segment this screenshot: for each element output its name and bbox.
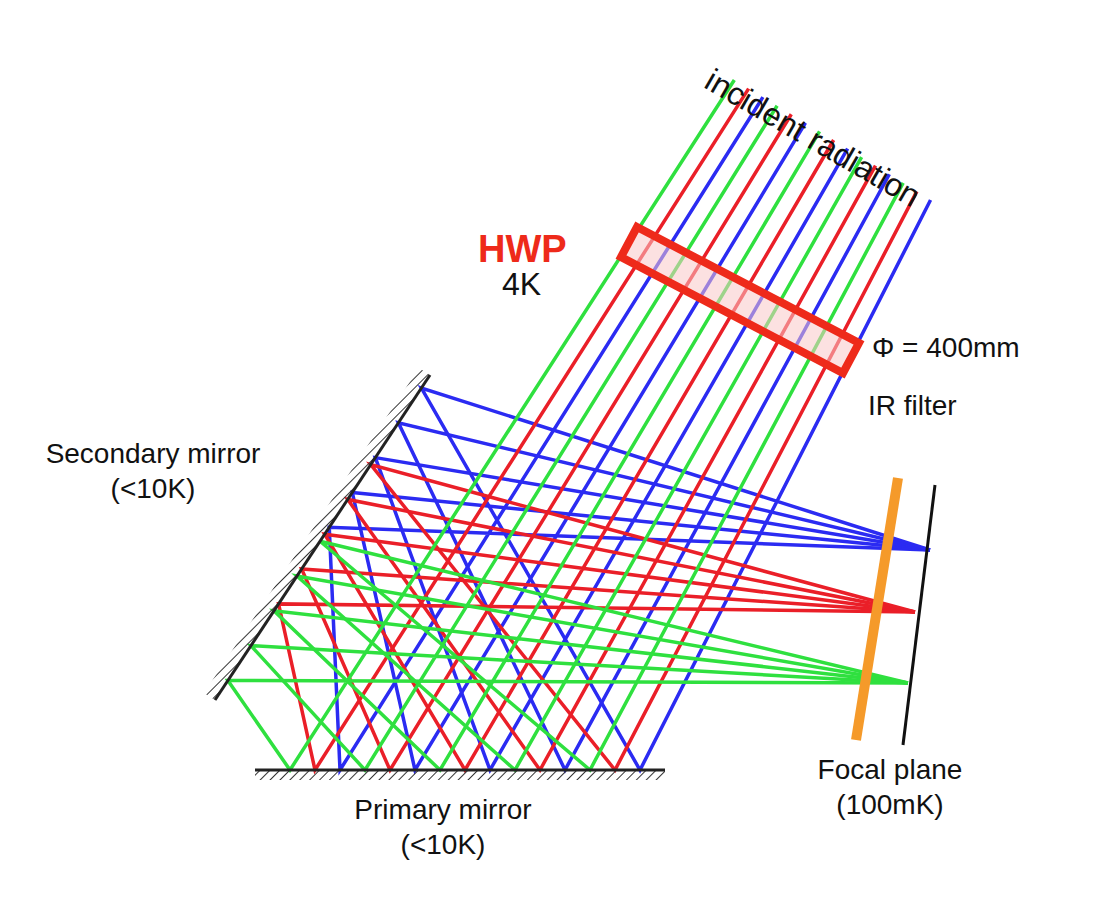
light-ray	[251, 106, 908, 770]
ray-bundle	[228, 80, 931, 770]
mirror-label: Primary mirror (<10K)	[318, 792, 568, 862]
focal-plane-label: Focal plane (100mK)	[790, 752, 990, 822]
half-wave-plate	[621, 227, 859, 373]
primary-mirror	[255, 770, 665, 780]
light-ray	[279, 89, 915, 770]
ir-filter	[856, 478, 898, 740]
temperature-label: 4K	[502, 264, 541, 304]
light-ray	[320, 183, 908, 770]
light-ray	[325, 140, 915, 770]
light-ray	[297, 157, 908, 770]
mirror-label: Secondary mirror (<10K)	[8, 436, 298, 506]
secondary-mirror	[204, 368, 430, 700]
focal-plane	[903, 485, 935, 745]
incident-label: incident radiation	[698, 60, 928, 216]
light-ray	[228, 80, 908, 770]
dimension-label: Φ = 400mm	[872, 330, 1020, 365]
filter-label: IR filter	[868, 388, 957, 423]
